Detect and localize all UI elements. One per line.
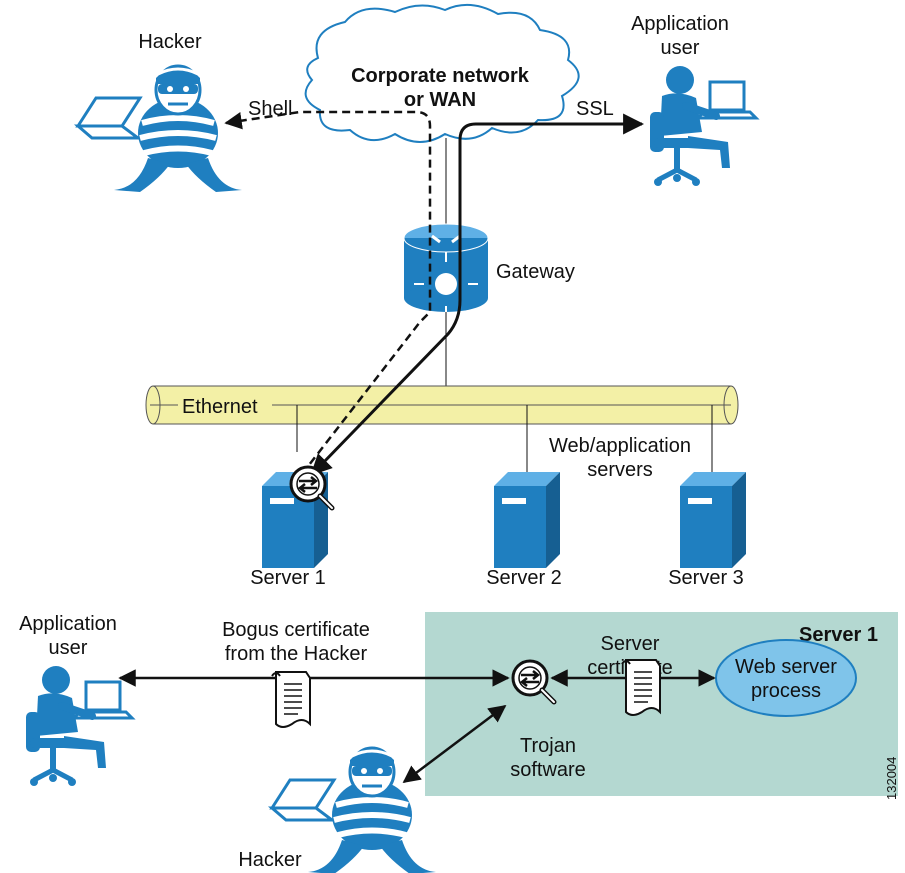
hacker-label-bottom: Hacker bbox=[238, 849, 302, 871]
server-2-icon bbox=[494, 472, 560, 568]
cloud-label-line2: or WAN bbox=[404, 89, 476, 111]
bogus-cert-label-line1: Bogus certificate bbox=[222, 619, 370, 641]
web-server-process bbox=[715, 639, 857, 717]
app-user-icon-top bbox=[650, 66, 756, 186]
bogus-cert-label-line2: from the Hacker bbox=[225, 643, 368, 665]
app-user-icon-bottom bbox=[26, 666, 132, 786]
shell-label: Shell bbox=[248, 98, 292, 120]
cloud-label-line1: Corporate network bbox=[351, 65, 530, 87]
server-2-label: Server 2 bbox=[486, 567, 562, 589]
gateway-label: Gateway bbox=[496, 261, 575, 283]
server-1-label: Server 1 bbox=[250, 567, 326, 589]
hacker-icon-top bbox=[78, 66, 242, 192]
hacker-trojan-arrow bbox=[402, 704, 507, 784]
bogus-certificate-icon bbox=[271, 671, 311, 728]
ssl-path-arrow bbox=[320, 113, 645, 466]
trojan-label-line2: software bbox=[510, 759, 586, 781]
app-user-label-top-line1: Application bbox=[631, 13, 729, 35]
figure-id: 132004 bbox=[884, 757, 899, 800]
app-user-label-bottom-line1: Application bbox=[19, 613, 117, 635]
web-process-label-line1: Web server bbox=[735, 656, 837, 678]
ethernet-label: Ethernet bbox=[182, 396, 258, 418]
server-3-icon bbox=[680, 472, 746, 568]
server-certificate-icon bbox=[621, 659, 661, 716]
server-1-box-title: Server 1 bbox=[799, 624, 878, 646]
app-user-label-bottom-line2: user bbox=[49, 637, 88, 659]
server-3-label: Server 3 bbox=[668, 567, 744, 589]
ssl-label: SSL bbox=[576, 98, 614, 120]
web-app-servers-label-line1: Web/application bbox=[549, 435, 691, 457]
trojan-label-line1: Trojan bbox=[520, 735, 576, 757]
network-cloud: Corporate network or WAN bbox=[304, 3, 580, 143]
ethernet-bus bbox=[145, 385, 739, 425]
server-cert-label-line1: Server bbox=[601, 633, 660, 655]
gateway-router bbox=[403, 223, 489, 316]
web-process-label-line2: process bbox=[751, 680, 821, 702]
hacker-label-top: Hacker bbox=[138, 31, 202, 53]
shell-path-arrow bbox=[224, 110, 432, 475]
app-user-label-top-line2: user bbox=[661, 37, 700, 59]
web-app-servers-label-line2: servers bbox=[587, 459, 653, 481]
